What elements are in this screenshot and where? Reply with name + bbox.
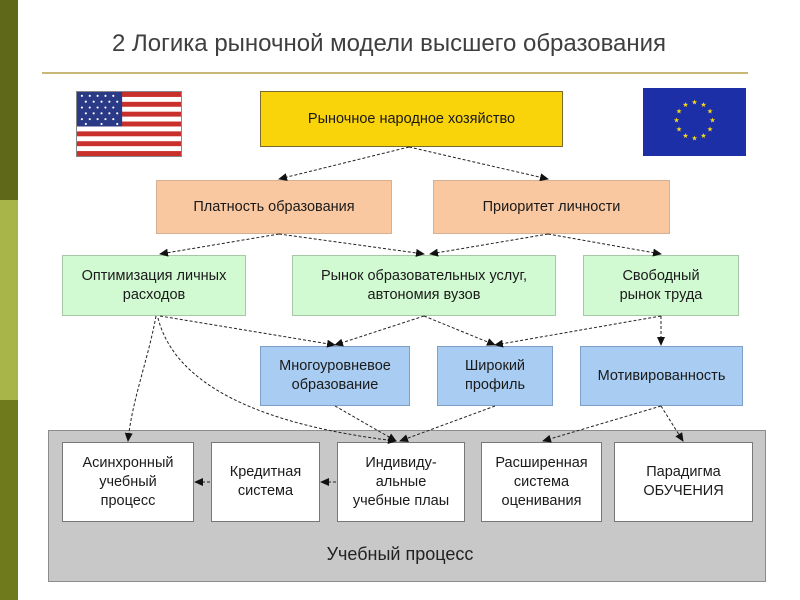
- arrow-motivation-to-assessment: [542, 405, 662, 443]
- arrow-market-to-priority: [408, 146, 549, 182]
- arrow-optimization-to-async: [124, 315, 157, 442]
- svg-text:★: ★: [691, 135, 697, 143]
- node-label-line: ОБУЧЕНИЯ: [643, 483, 724, 499]
- node-label-line: Парадигма: [646, 464, 721, 480]
- us-flag-icon: [76, 91, 182, 157]
- node-label-line: Кредитная: [229, 464, 302, 480]
- node-label-line: Широкий: [464, 358, 526, 374]
- node-asynchronous-process: Асинхронный учебный процесс: [62, 442, 194, 522]
- svg-text:★: ★: [709, 117, 715, 125]
- node-market-economy: Рыночное народное хозяйство: [260, 91, 563, 147]
- node-label-line: Свободный: [622, 267, 700, 284]
- node-label: Мотивированность: [597, 367, 726, 384]
- node-multilevel-education: Многоуровневое образование: [260, 346, 410, 406]
- node-individual-plans: Индивиду- альные учебные плаы: [337, 442, 465, 522]
- node-label-line: Оптимизация личных: [81, 267, 227, 284]
- learning-process-label: Учебный процесс: [326, 544, 474, 564]
- eu-flag-icon: ★ ★ ★ ★ ★ ★ ★ ★ ★ ★ ★ ★: [643, 88, 746, 156]
- node-label: Платность образования: [193, 198, 355, 215]
- svg-text:★: ★: [682, 132, 688, 140]
- arrow-priority-to-market: [429, 233, 549, 257]
- arrow-paid-to-optimization: [159, 233, 280, 257]
- node-label-line: образование: [291, 377, 379, 393]
- node-label-line: оценивания: [501, 492, 582, 509]
- node-education-market: Рынок образовательных услуг, автономия в…: [292, 255, 556, 316]
- arrow-paid-to-market: [278, 233, 425, 257]
- node-label-line: автономия вузов: [367, 286, 481, 303]
- arrow-market-to-paid: [278, 146, 410, 181]
- node-motivation: Мотивированность: [580, 346, 743, 406]
- node-assessment-system: Расширенная система оценивания: [481, 442, 602, 522]
- arrow-market-to-multilevel: [334, 315, 425, 347]
- node-label-line: расходов: [122, 286, 186, 303]
- node-label-line: Многоуровневое: [279, 358, 391, 374]
- arrow-labor-to-profile: [494, 315, 662, 348]
- node-free-labor-market: Свободный рынок труда: [583, 255, 739, 316]
- svg-text:★: ★: [691, 99, 697, 107]
- node-paid-education: Платность образования: [156, 180, 392, 234]
- svg-text:★: ★: [707, 126, 713, 134]
- svg-text:★: ★: [700, 132, 706, 140]
- arrow-profile-to-plans: [399, 405, 496, 442]
- node-label-line: учебные плаы: [352, 492, 450, 509]
- node-label-line: система: [237, 483, 294, 499]
- arrow-motivation-to-paradigm: [660, 405, 684, 442]
- node-label-line: процесс: [100, 492, 156, 509]
- sidebar-stripe-middle: [0, 200, 18, 400]
- node-label-line: профиль: [464, 377, 526, 393]
- arrow-optimization-to-multilevel: [159, 315, 336, 348]
- node-label-line: Расширенная: [495, 454, 588, 471]
- node-personality-priority: Приоритет личности: [433, 180, 670, 234]
- arrow-optimization-to-plans: [157, 317, 397, 445]
- sidebar-stripe-top: [0, 0, 18, 200]
- node-credit-system: Кредитная система: [211, 442, 320, 522]
- node-broad-profile: Широкий профиль: [437, 346, 553, 406]
- node-label-line: рынок труда: [619, 286, 703, 303]
- node-label-line: Рынок образовательных услуг,: [320, 267, 528, 284]
- title-underline: [42, 72, 748, 74]
- svg-text:★: ★: [676, 126, 682, 134]
- node-label-line: учебный: [99, 473, 157, 490]
- arrow-multilevel-to-plans: [334, 405, 397, 442]
- node-label: Приоритет личности: [482, 198, 621, 215]
- node-learning-paradigm: Парадигма ОБУЧЕНИЯ: [614, 442, 753, 522]
- node-label-line: Асинхронный: [82, 454, 174, 471]
- svg-text:★: ★: [673, 117, 679, 125]
- svg-text:★: ★: [682, 101, 688, 109]
- svg-text:★: ★: [700, 101, 706, 109]
- node-label-line: Индивиду-: [365, 454, 437, 471]
- arrow-priority-to-labor: [547, 233, 662, 257]
- slide-title: 2 Логика рыночной модели высшего образов…: [112, 30, 667, 57]
- svg-text:★: ★: [707, 108, 713, 116]
- node-cost-optimization: Оптимизация личных расходов: [62, 255, 246, 316]
- node-label-line: система: [513, 473, 570, 490]
- node-label: Рыночное народное хозяйство: [307, 110, 516, 127]
- svg-text:★: ★: [676, 108, 682, 116]
- arrow-market-to-profile: [423, 315, 496, 346]
- sidebar-stripe-bottom: [0, 400, 18, 600]
- node-label-line: альные: [375, 473, 427, 490]
